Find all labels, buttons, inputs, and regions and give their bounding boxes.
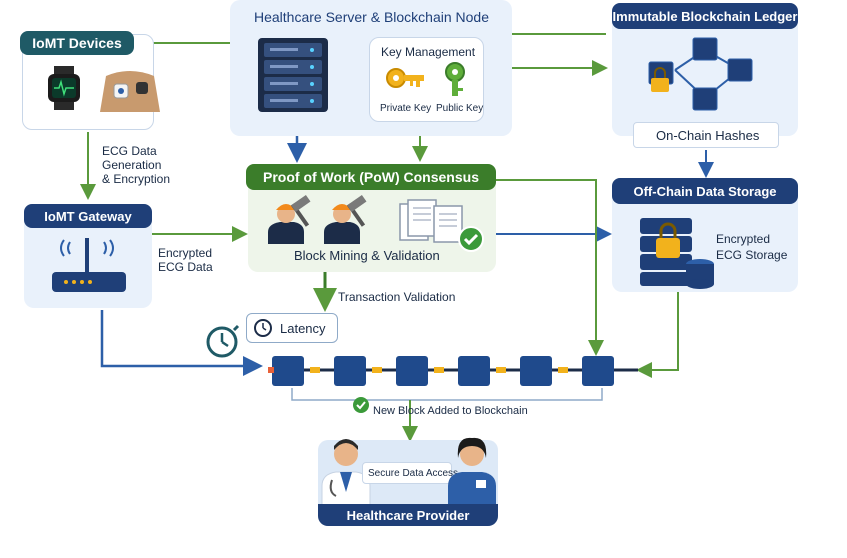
pow-caption: Block Mining & Validation [294, 248, 440, 263]
on-chain-hashes-box [633, 122, 779, 148]
public-key-label: Public Key [436, 103, 484, 114]
secure-access-label: Secure Data Access [368, 468, 459, 479]
ecg-step-line2: Generation [102, 158, 162, 172]
public-key-icon [445, 62, 465, 96]
miners-icon [268, 194, 367, 244]
nurse-icon [448, 437, 496, 506]
ecg-step-line3: & Encryption [102, 172, 171, 186]
doctor-icon [321, 439, 371, 507]
pow-title: Proof of Work (PoW) Consensus [246, 164, 496, 190]
check-icon [458, 226, 484, 252]
encrypted-data-line2: ECG Data [158, 260, 213, 274]
new-block-check-icon [353, 397, 369, 413]
iomt-devices-title: IoMT Devices [20, 31, 134, 55]
private-key-label: Private Key [380, 103, 432, 114]
latency-label: Latency [280, 321, 326, 336]
database-lock-icon [640, 218, 714, 289]
ecg-step-line1: ECG Data [102, 144, 157, 158]
on-chain-hashes-label: On-Chain Hashes [656, 128, 760, 143]
offchain-line1: Encrypted [716, 232, 771, 246]
offchain-title: Off-Chain Data Storage [612, 178, 798, 204]
provider-title: Healthcare Provider [318, 504, 498, 526]
private-key-icon [386, 68, 424, 88]
transaction-validation-label: Transaction Validation [338, 290, 456, 304]
secure-access-box [362, 462, 452, 484]
encrypted-data-line1: Encrypted [158, 246, 213, 260]
gateway-title: IoMT Gateway [24, 204, 152, 228]
clock-icon [254, 319, 272, 337]
router-icon [52, 238, 126, 292]
ecg-patch-icon [100, 71, 160, 112]
key-management-title: Key Management [381, 45, 476, 59]
documents-icon [399, 199, 463, 243]
stopwatch-icon [206, 324, 240, 358]
offchain-line2: ECG Storage [716, 248, 788, 262]
server-rack-icon [258, 38, 328, 112]
smartwatch-icon [48, 66, 80, 110]
ledger-title: Immutable Blockchain Ledger [612, 3, 798, 29]
blockchain-icon [268, 356, 638, 386]
blockchain-network-icon [648, 37, 753, 111]
new-block-label: New Block Added to Blockchain [373, 405, 528, 417]
server-panel-title: Healthcare Server & Blockchain Node [254, 9, 490, 25]
key-management-box [369, 37, 484, 122]
